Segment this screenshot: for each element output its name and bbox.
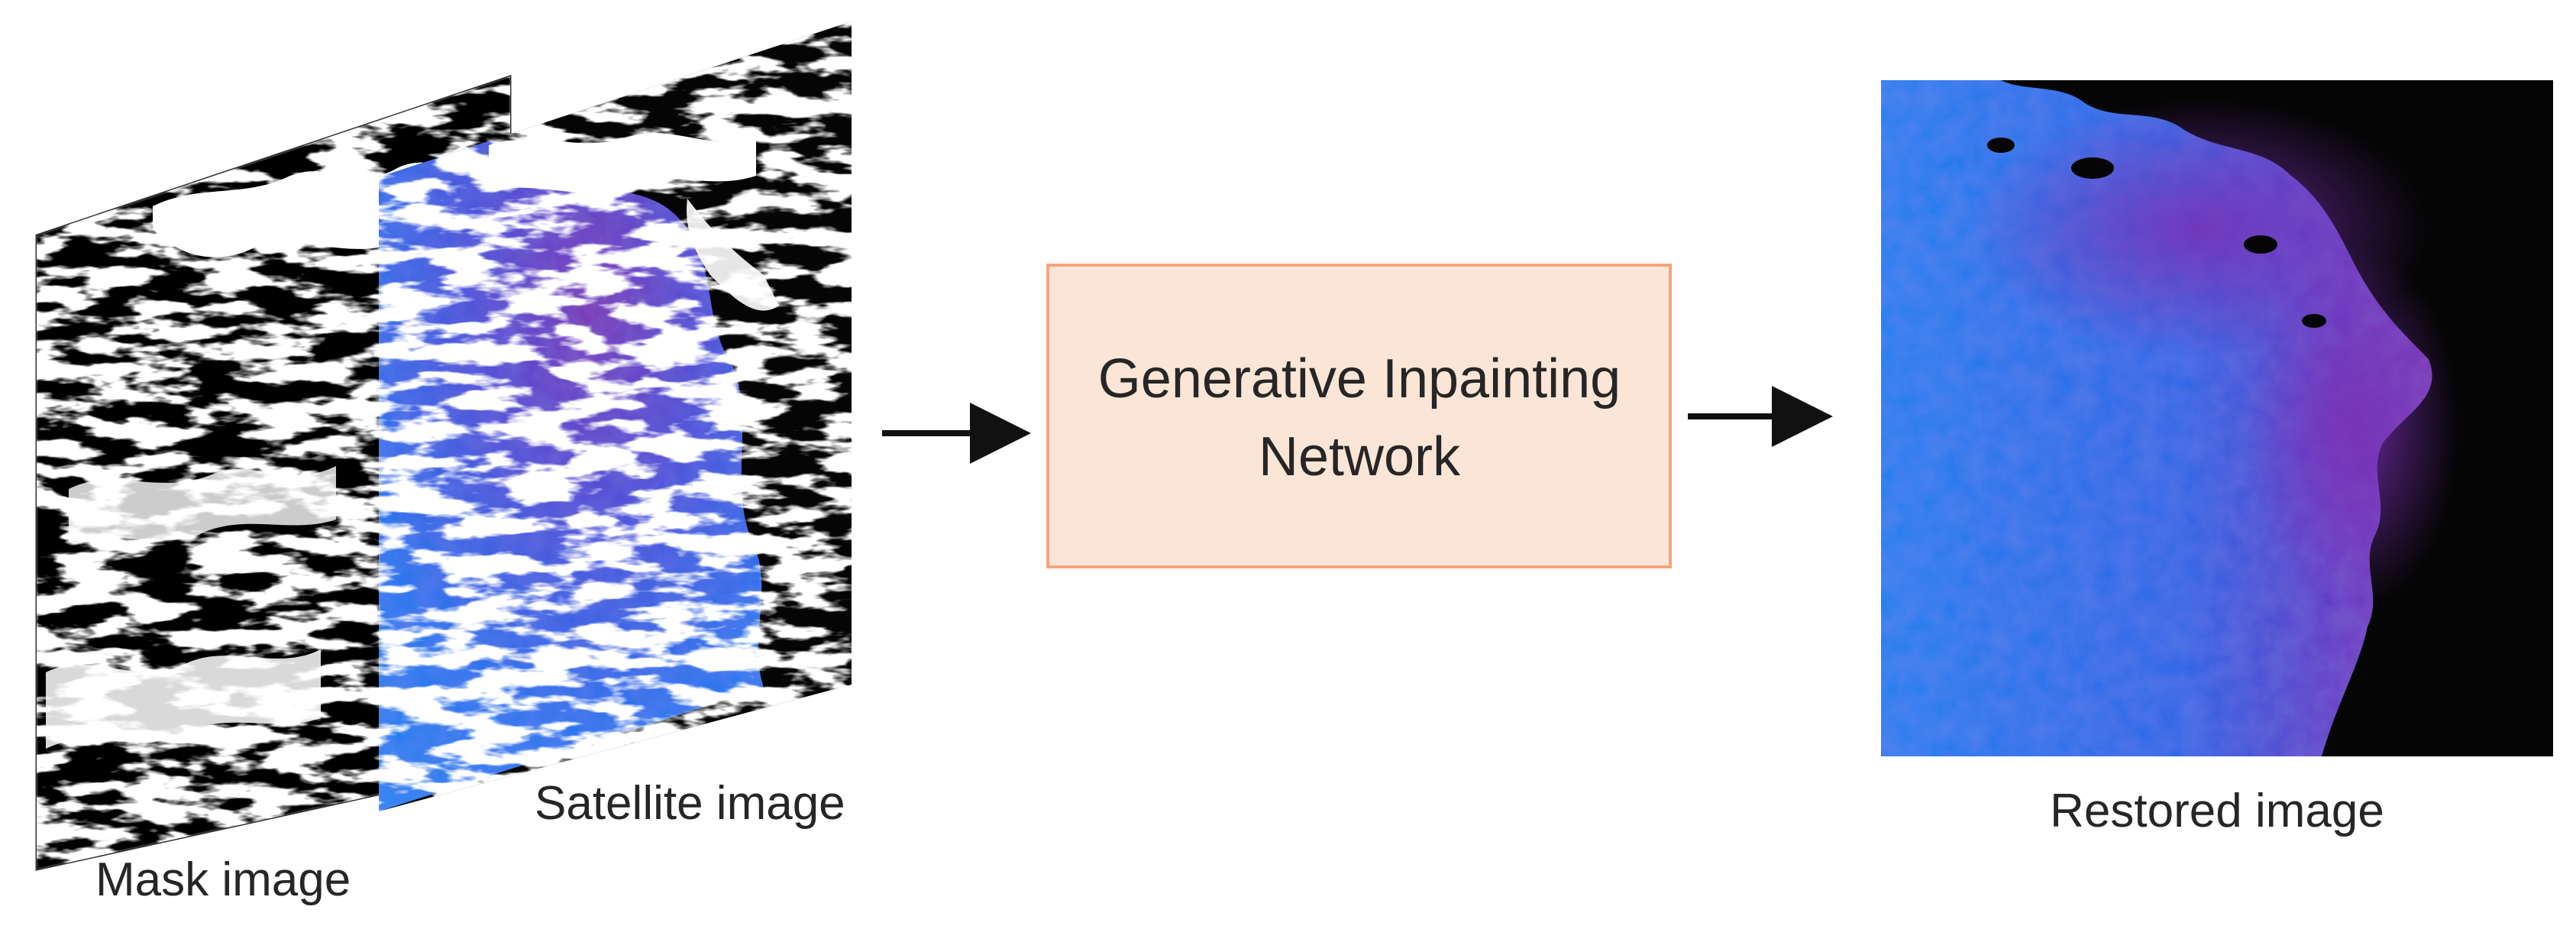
network-label-line2: Network [1259,426,1461,487]
network-box [1046,264,1672,568]
mask-image-label: Mask image [95,853,351,906]
satellite-image-label: Satellite image [535,777,845,830]
restored-image-label: Restored image [2050,785,2384,837]
restored-image: Restored image [1881,80,2553,837]
network-label-line1: Generative Inpainting [1098,348,1621,410]
generative-inpainting-network: Generative Inpainting Network [1046,264,1672,568]
satellite-image: Satellite image [379,21,852,830]
